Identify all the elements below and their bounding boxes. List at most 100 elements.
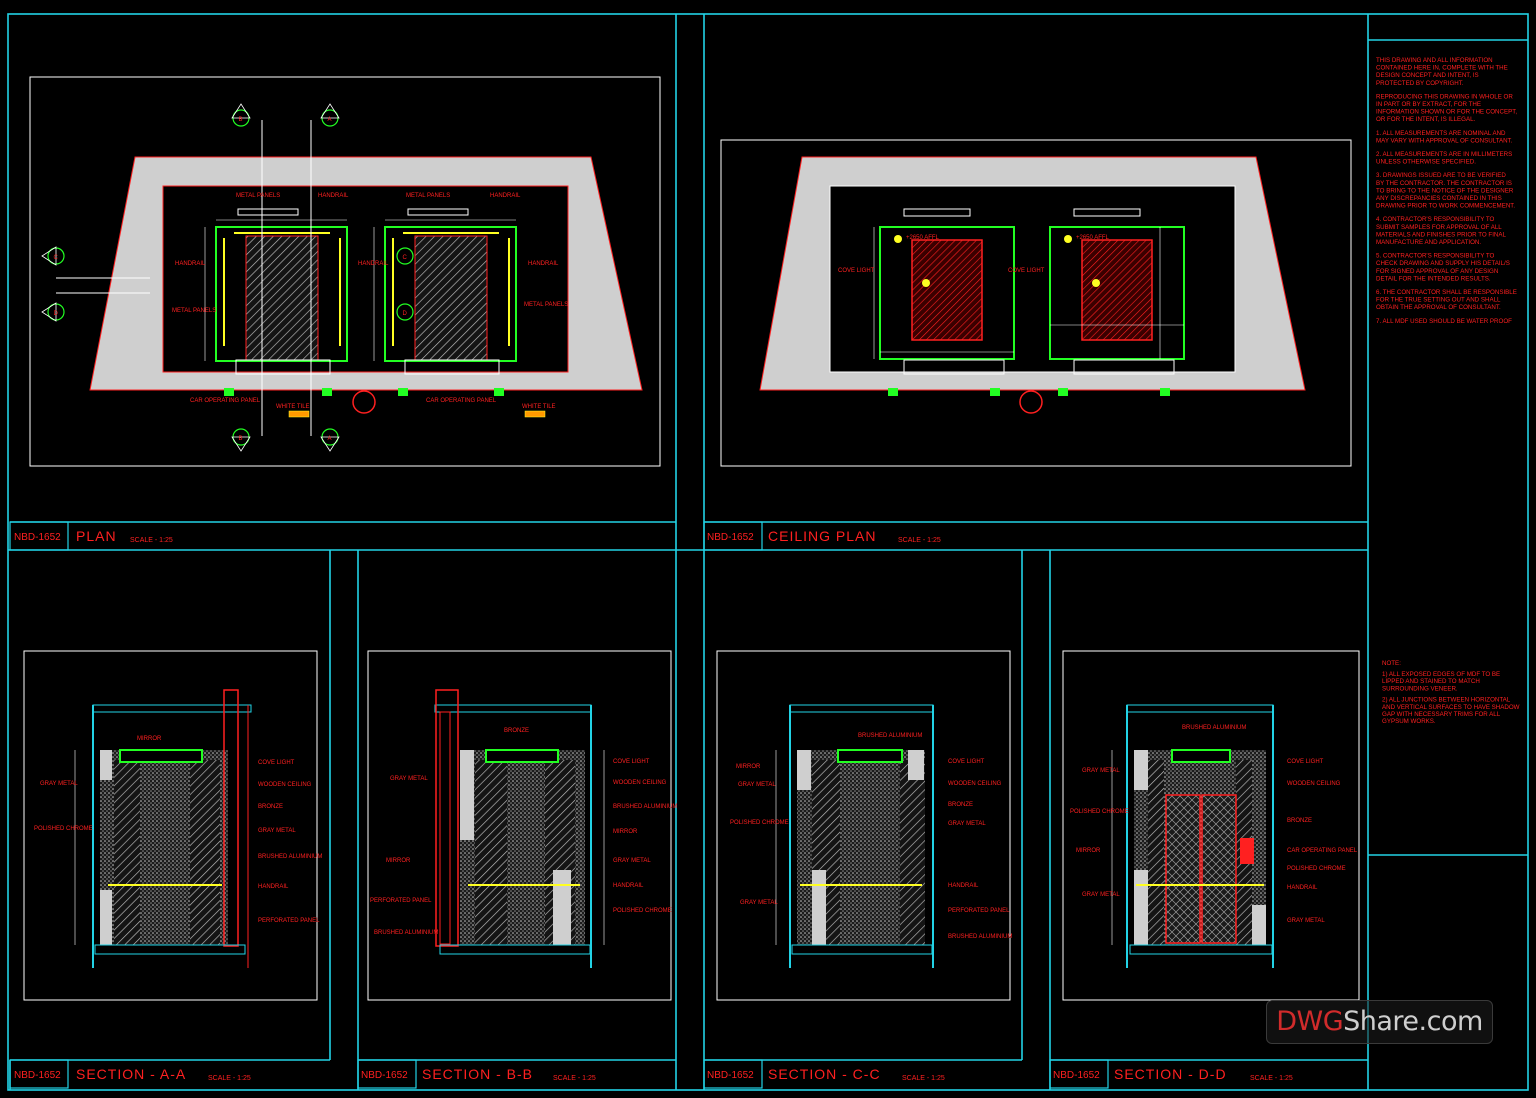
- view-title-ceiling: CEILING PLAN: [768, 528, 876, 544]
- label-handrail: HANDRAIL: [358, 261, 389, 267]
- label-car-operating-panel: CAR OPERATING PANEL: [1287, 848, 1358, 854]
- label-brushed-aluminium: BRUSHED ALUMINIUM: [613, 804, 677, 810]
- view-scale: SCALE - 1:25: [553, 1075, 596, 1082]
- note-title: NOTE:: [1382, 660, 1401, 667]
- label-polished-chrome: POLISHED CHROME: [34, 826, 93, 832]
- label-mirror: MIRROR: [1076, 848, 1101, 854]
- view-code: NBD-1652: [707, 1070, 754, 1081]
- label-handrail: HANDRAIL: [613, 883, 644, 889]
- section-marker-b-bottom: B: [231, 428, 251, 452]
- view-scale: SCALE - 1:25: [902, 1075, 945, 1082]
- view-scale: SCALE - 1:25: [1250, 1075, 1293, 1082]
- title-block-plan: NBD-1652 PLAN SCALE - 1:25: [9, 521, 173, 551]
- label-brushed-aluminium: BRUSHED ALUMINIUM: [374, 930, 438, 936]
- label-metal-panels: METAL PANELS: [172, 308, 216, 314]
- label-brushed-aluminium: BRUSHED ALUMINIUM: [1182, 725, 1246, 731]
- section-marker-a-bottom: A: [320, 428, 340, 452]
- label-gray-metal: GRAY METAL: [740, 900, 778, 906]
- label-polished-chrome: POLISHED CHROME: [613, 908, 672, 914]
- view-code: NBD-1652: [361, 1070, 408, 1081]
- label-handrail: HANDRAIL: [490, 193, 521, 199]
- label-bronze: BRONZE: [258, 804, 283, 810]
- view-title-plan: PLAN: [76, 528, 117, 544]
- view-code: NBD-1652: [1053, 1070, 1100, 1081]
- label-brushed-aluminium: BRUSHED ALUMINIUM: [258, 854, 322, 860]
- section-d-view: BRUSHED ALUMINIUM GRAY METAL POLISHED CH…: [1062, 650, 1360, 1001]
- title-block-section-a: NBD-1652 SECTION - A-A SCALE - 1:25: [9, 1059, 251, 1089]
- view-code: NBD-1652: [14, 1070, 61, 1081]
- label-ceiling-level: +2650 AFFL: [1076, 235, 1110, 241]
- label-brushed-aluminium: BRUSHED ALUMINIUM: [948, 934, 1012, 940]
- label-gray-metal: GRAY METAL: [948, 821, 986, 827]
- label-polished-chrome: POLISHED CHROME: [730, 820, 789, 826]
- note-paragraph-9: 7. ALL MDF USED SHOULD BE WATER PROOF: [1376, 318, 1512, 325]
- label-perforated-panel: PERFORATED PANEL: [258, 918, 320, 924]
- title-block-section-d: NBD-1652 SECTION - D-D SCALE - 1:25: [1049, 1059, 1293, 1089]
- label-bronze: BRONZE: [948, 802, 973, 808]
- label-cove-light: COVE LIGHT: [838, 268, 875, 274]
- section-marker-d-left: D: [41, 302, 65, 322]
- svg-text:C: C: [54, 255, 59, 261]
- view-scale: SCALE - 1:25: [208, 1075, 251, 1082]
- label-metal-panels: METAL PANELS: [524, 302, 568, 308]
- view-scale: SCALE - 1:25: [898, 537, 941, 544]
- label-polished-chrome: POLISHED CHROME: [1070, 809, 1129, 815]
- ceiling-plan-view: +2650 AFFL +2650 AFFL COVE LIGHT COVE LI…: [720, 139, 1352, 467]
- section-a-view: MIRROR GRAY METAL POLISHED CHROME COVE L…: [23, 650, 322, 1001]
- label-white-tile: WHITE TILE: [522, 404, 556, 410]
- label-gray-metal: GRAY METAL: [390, 776, 428, 782]
- label-wooden-ceiling: WOODEN CEILING: [258, 782, 312, 788]
- svg-text:B: B: [239, 436, 243, 442]
- view-title-section-a: SECTION - A-A: [76, 1066, 186, 1082]
- title-block-section-b: NBD-1652 SECTION - B-B SCALE - 1:25: [357, 1059, 596, 1089]
- label-mirror: MIRROR: [386, 858, 411, 864]
- label-wooden-ceiling: WOODEN CEILING: [948, 781, 1002, 787]
- label-gray-metal: GRAY METAL: [1082, 768, 1120, 774]
- label-gray-metal: GRAY METAL: [1082, 892, 1120, 898]
- label-cove-light: COVE LIGHT: [1287, 759, 1324, 765]
- section-c-view: BRUSHED ALUMINIUM MIRROR GRAY METAL POLI…: [716, 650, 1012, 1001]
- section-b-view: BRONZE GRAY METAL MIRROR PERFORATED PANE…: [367, 650, 677, 1001]
- label-handrail: HANDRAIL: [1287, 885, 1318, 891]
- label-car-operating-panel: CAR OPERATING PANEL: [426, 398, 497, 404]
- section-marker-a-top: A: [320, 103, 340, 127]
- section-marker-c-right: C: [396, 247, 414, 265]
- label-perforated-panel: PERFORATED PANEL: [370, 898, 432, 904]
- section-marker-b-top: B: [231, 103, 251, 127]
- view-title-section-c: SECTION - C-C: [768, 1066, 881, 1082]
- view-code: NBD-1652: [14, 532, 61, 543]
- label-handrail: HANDRAIL: [175, 261, 206, 267]
- view-code: NBD-1652: [707, 532, 754, 543]
- section-marker-d-right: D: [396, 303, 414, 321]
- plan-view: B A B A C D C: [29, 76, 661, 467]
- label-bronze: BRONZE: [1287, 818, 1312, 824]
- label-gray-metal: GRAY METAL: [40, 781, 78, 787]
- svg-text:B: B: [239, 117, 243, 123]
- label-gray-metal: GRAY METAL: [1287, 918, 1325, 924]
- label-gray-metal: GRAY METAL: [738, 782, 776, 788]
- view-title-section-b: SECTION - B-B: [422, 1066, 533, 1082]
- label-metal-panels: METAL PANELS: [236, 193, 280, 199]
- label-metal-panels: METAL PANELS: [406, 193, 450, 199]
- label-mirror: MIRROR: [613, 829, 638, 835]
- label-cove-light: COVE LIGHT: [1008, 268, 1045, 274]
- label-handrail: HANDRAIL: [948, 883, 979, 889]
- label-mirror: MIRROR: [736, 764, 761, 770]
- title-block-ceiling: NBD-1652 CEILING PLAN SCALE - 1:25: [703, 521, 941, 551]
- label-wooden-ceiling: WOODEN CEILING: [1287, 781, 1341, 787]
- view-scale: SCALE - 1:25: [130, 537, 173, 544]
- label-ceiling-level: +2650 AFFL: [906, 235, 940, 241]
- label-polished-chrome: POLISHED CHROME: [1287, 866, 1346, 872]
